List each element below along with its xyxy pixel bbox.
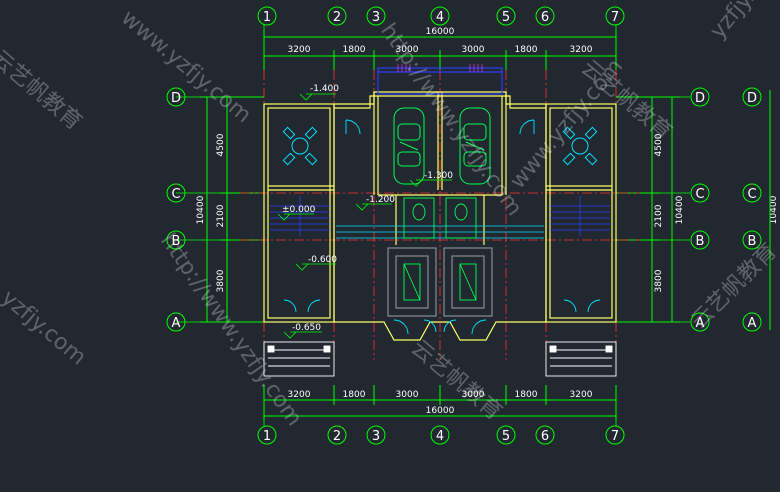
left-row-a: A (172, 316, 181, 331)
elevation-6: -0.650 (292, 323, 321, 333)
far-right-row-bubbles: D C B A (742, 87, 762, 332)
right-row-d: D (695, 91, 705, 106)
doors (283, 119, 601, 335)
bottom-dim-2: 1800 (343, 390, 366, 400)
far-right-total-dim: 10400 (769, 195, 779, 224)
left-row-b: B (172, 234, 181, 249)
bottom-col-2: 2 (333, 429, 341, 444)
bottom-col-4: 4 (436, 429, 444, 444)
watermark-4: http://www.yzfjy.com (375, 19, 527, 221)
dining-set-left-icon (282, 126, 318, 166)
bottom-col-3: 3 (372, 429, 380, 444)
bottom-dimension-chain (263, 385, 617, 420)
bottom-column-bubbles: 1 2 3 4 5 6 7 (257, 425, 625, 445)
top-col-5: 5 (502, 10, 510, 25)
bottom-col-6: 6 (541, 429, 549, 444)
top-col-1: 1 (263, 10, 271, 25)
top-col-7: 7 (611, 10, 619, 25)
far-right-row-c: C (747, 187, 756, 202)
top-col-3: 3 (372, 10, 380, 25)
left-row-d: D (171, 91, 181, 106)
top-balcony (377, 67, 503, 95)
top-dim-5: 1800 (515, 45, 538, 55)
left-dim-3: 3800 (216, 269, 226, 292)
central-plants-icon (403, 263, 477, 301)
watermark-8: 云艺帆教育 (406, 335, 506, 425)
axis-leaders (176, 24, 690, 426)
left-row-c: C (171, 187, 180, 202)
bottom-col-5: 5 (502, 429, 510, 444)
right-dim-2: 2100 (654, 204, 664, 227)
stairs-left (270, 196, 330, 236)
bottom-dim-5: 1800 (515, 390, 538, 400)
bottom-col-1: 1 (263, 429, 271, 444)
elevation-4: ±0.000 (282, 205, 316, 215)
right-row-bubbles: D C B A (690, 87, 710, 332)
car-left-icon (393, 107, 425, 185)
entrance-steps-right (545, 341, 617, 377)
watermark-10: 云艺帆教育 (687, 239, 780, 334)
right-row-a: A (696, 316, 705, 331)
elevation-markers (277, 93, 452, 339)
watermark-7: yzfjy.com (705, 0, 780, 44)
top-col-4: 4 (436, 10, 444, 25)
car-right-icon (459, 107, 491, 185)
walls (263, 91, 617, 341)
stairs-center (336, 225, 544, 239)
elevation-2: -1.300 (424, 171, 453, 181)
elevation-5: -0.600 (308, 255, 337, 265)
elevation-1: -1.400 (310, 84, 339, 94)
right-total-dim: 10400 (675, 195, 685, 224)
dining-set-right-icon (562, 126, 598, 166)
watermark-1: www.yzfjy.com (116, 5, 256, 128)
bottom-col-7: 7 (611, 429, 619, 444)
watermark-3: 云艺帆教育 (0, 45, 86, 135)
left-row-bubbles: D C B A (166, 87, 186, 332)
entrance-steps-left (263, 341, 335, 377)
left-dim-2: 2100 (216, 204, 226, 227)
top-dim-3: 3000 (396, 45, 419, 55)
watermark-9: yzfjy.com (0, 285, 91, 370)
bottom-dim-1: 3200 (288, 390, 311, 400)
elevation-3: -1.200 (366, 195, 395, 205)
stairs-right (550, 196, 610, 236)
stair-hatch-top (397, 64, 483, 72)
bottom-dim-6: 3200 (570, 390, 593, 400)
top-dim-4: 3000 (462, 45, 485, 55)
right-dim-1: 4500 (654, 133, 664, 156)
bathroom-fixtures-icon (403, 197, 477, 239)
bottom-dim-4: 3000 (462, 390, 485, 400)
top-dim-6: 3200 (570, 45, 593, 55)
bottom-total-dim: 16000 (426, 406, 455, 416)
top-total-dim: 16000 (426, 27, 455, 37)
right-dim-3: 3800 (654, 269, 664, 292)
top-col-6: 6 (541, 10, 549, 25)
top-dimension-chain (263, 30, 617, 70)
central-courtyard (387, 247, 493, 317)
top-dim-2: 1800 (343, 45, 366, 55)
top-dim-1: 3200 (288, 45, 311, 55)
bottom-dim-3: 3000 (396, 390, 419, 400)
far-right-row-d: D (747, 91, 757, 106)
left-dim-1: 4500 (216, 133, 226, 156)
far-right-row-a: A (748, 316, 757, 331)
right-row-b: B (696, 234, 705, 249)
top-column-bubbles: 1 2 3 4 5 6 7 (257, 6, 625, 26)
far-right-row-b: B (748, 234, 757, 249)
top-col-2: 2 (333, 10, 341, 25)
right-row-c: C (695, 187, 704, 202)
left-total-dim: 10400 (196, 195, 206, 224)
